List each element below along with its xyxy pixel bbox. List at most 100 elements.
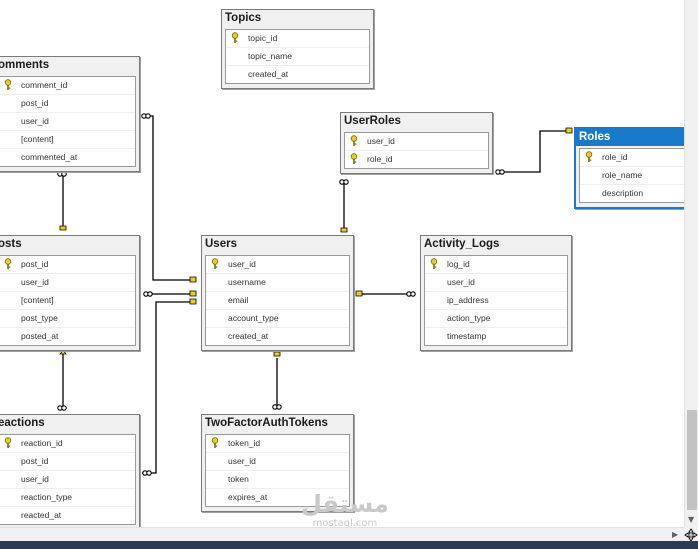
column-row[interactable]: topic_name <box>226 48 369 66</box>
column-name: commented_at <box>21 152 78 162</box>
column-row[interactable]: user_id <box>0 113 135 131</box>
column-row[interactable]: token_id <box>206 435 349 453</box>
column-name: ip_address <box>447 295 489 305</box>
column-row[interactable]: user_id <box>425 274 567 292</box>
column-name: topic_id <box>248 33 278 43</box>
primary-key-icon <box>350 135 358 146</box>
table-twofactorauthtokens[interactable]: TwoFactorAuthTokens token_id user_id tok… <box>201 414 354 512</box>
column-row[interactable]: user_id <box>0 471 135 489</box>
column-name: expires_at <box>228 492 268 502</box>
table-title: eactions <box>0 415 139 432</box>
column-name: [content] <box>21 295 54 305</box>
column-row[interactable]: post_id <box>0 256 135 274</box>
move-cursor-icon <box>684 528 698 542</box>
column-name: user_id <box>367 136 395 146</box>
column-row[interactable]: post_id <box>0 95 135 113</box>
column-row[interactable]: user_id <box>206 453 349 471</box>
column-name: role_id <box>602 152 628 162</box>
column-row[interactable]: user_id <box>345 133 488 151</box>
column-row[interactable]: posted_at <box>0 328 135 345</box>
diagram-canvas[interactable]: Topics topic_id topic_name created_at om… <box>0 0 684 527</box>
rel-userroles-roles <box>497 130 570 173</box>
column-row[interactable]: user_id <box>206 256 349 274</box>
column-row[interactable]: log_id <box>425 256 567 274</box>
column-row[interactable]: email <box>206 292 349 310</box>
primary-key-icon <box>585 151 593 162</box>
primary-key-icon <box>350 153 358 164</box>
table-title: Users <box>202 236 353 253</box>
column-row[interactable]: expires_at <box>206 489 349 506</box>
primary-key-icon <box>211 437 219 448</box>
scrollbar-thumb[interactable] <box>687 410 697 510</box>
table-userroles[interactable]: UserRoles user_id role_id <box>340 112 493 174</box>
primary-key-icon <box>4 258 12 269</box>
column-row[interactable]: username <box>206 274 349 292</box>
table-topics[interactable]: Topics topic_id topic_name created_at <box>221 9 374 89</box>
column-row[interactable]: [content] <box>0 292 135 310</box>
watermark-logo: مستقل mostaql.com <box>301 490 389 527</box>
column-name: role_id <box>367 154 393 164</box>
column-row[interactable]: role_id <box>580 149 684 167</box>
scroll-down-icon[interactable]: ▼ <box>688 515 695 524</box>
table-activity-logs[interactable]: Activity_Logs log_id user_id ip_address … <box>420 235 572 351</box>
column-name: action_type <box>447 313 491 323</box>
column-name: post_id <box>21 259 49 269</box>
column-row[interactable]: [content] <box>0 131 135 149</box>
column-name: post_type <box>21 313 58 323</box>
column-row[interactable]: user_id <box>0 274 135 292</box>
column-row[interactable]: role_name <box>580 167 684 185</box>
primary-key-icon <box>211 258 219 269</box>
table-users[interactable]: Users user_id username email account_typ… <box>201 235 354 351</box>
scroll-right-icon[interactable]: ▶ <box>672 530 679 539</box>
column-name: log_id <box>447 259 470 269</box>
column-row[interactable]: ip_address <box>425 292 567 310</box>
column-name: post_id <box>21 456 49 466</box>
column-row[interactable]: created_at <box>226 66 369 83</box>
column-row[interactable]: post_id <box>0 453 135 471</box>
column-row[interactable]: topic_id <box>226 30 369 48</box>
table-posts[interactable]: osts post_id user_id [content] post_type… <box>0 235 140 351</box>
column-name: reaction_id <box>21 438 63 448</box>
column-row[interactable]: comment_id <box>0 77 135 95</box>
column-name: role_name <box>602 170 643 180</box>
table-title: Topics <box>222 10 373 27</box>
column-row[interactable]: action_type <box>425 310 567 328</box>
column-row[interactable]: account_type <box>206 310 349 328</box>
column-name: email <box>228 295 249 305</box>
column-name: topic_name <box>248 51 292 61</box>
table-title: osts <box>0 236 139 253</box>
table-title: UserRoles <box>341 113 492 130</box>
column-name: description <box>602 188 644 198</box>
table-comments[interactable]: omments comment_id post_id user_id [cont… <box>0 56 140 172</box>
column-name: created_at <box>248 69 289 79</box>
pan-icon[interactable] <box>684 527 698 542</box>
column-row[interactable]: timestamp <box>425 328 567 345</box>
primary-key-icon <box>231 32 239 43</box>
column-name: timestamp <box>447 331 487 341</box>
column-name: user_id <box>21 474 49 484</box>
rel-reactions-users <box>142 301 195 474</box>
column-name: posted_at <box>21 331 59 341</box>
column-name: reaction_type <box>21 492 73 502</box>
column-row[interactable]: post_type <box>0 310 135 328</box>
column-name: account_type <box>228 313 279 323</box>
table-title: omments <box>0 57 139 74</box>
column-row[interactable]: reacted_at <box>0 507 135 524</box>
column-row[interactable]: token <box>206 471 349 489</box>
primary-key-icon <box>4 79 12 90</box>
column-name: user_id <box>228 259 256 269</box>
table-reactions[interactable]: eactions reaction_id post_id user_id rea… <box>0 414 140 527</box>
vertical-scrollbar[interactable]: ▼ <box>684 0 698 527</box>
column-row[interactable]: created_at <box>206 328 349 345</box>
column-row[interactable]: reaction_type <box>0 489 135 507</box>
table-title: TwoFactorAuthTokens <box>202 415 353 432</box>
table-roles[interactable]: Roles role_id role_name description <box>574 127 684 209</box>
column-row[interactable]: description <box>580 185 684 202</box>
column-row[interactable]: reaction_id <box>0 435 135 453</box>
column-row[interactable]: role_id <box>345 151 488 168</box>
table-title: Activity_Logs <box>421 236 571 253</box>
watermark-main-text: مستقل <box>301 490 389 518</box>
column-row[interactable]: commented_at <box>0 149 135 166</box>
horizontal-scrollbar[interactable]: ▶ <box>0 527 684 542</box>
column-name: user_id <box>228 456 256 466</box>
